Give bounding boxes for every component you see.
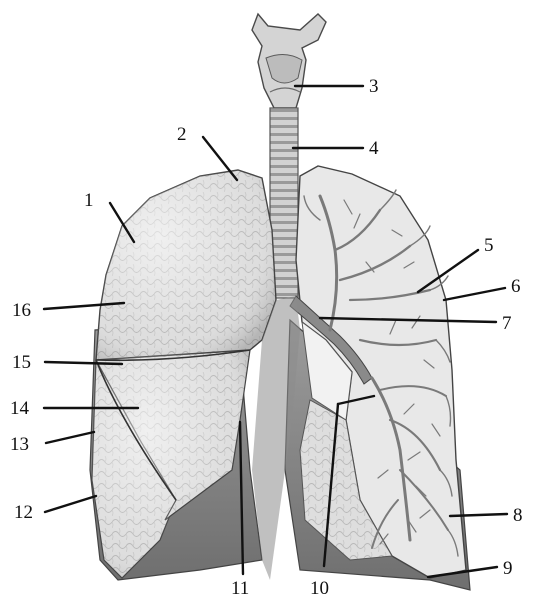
label-6: 6 <box>511 276 521 297</box>
label-5: 5 <box>484 235 494 256</box>
label-3: 3 <box>369 76 379 97</box>
label-13: 13 <box>10 434 29 455</box>
larynx <box>252 14 326 108</box>
label-7: 7 <box>502 313 512 334</box>
label-12: 12 <box>14 502 33 523</box>
label-2: 2 <box>177 124 187 145</box>
left-lung <box>285 166 470 590</box>
label-8: 8 <box>513 505 523 526</box>
label-15: 15 <box>12 352 31 373</box>
leader-line-13 <box>46 432 94 443</box>
label-14: 14 <box>10 398 30 419</box>
label-10: 10 <box>310 578 329 599</box>
label-4: 4 <box>369 138 379 159</box>
leader-line-12 <box>45 496 96 512</box>
label-11: 11 <box>231 578 249 599</box>
label-16: 16 <box>12 300 31 321</box>
right-lung <box>90 170 276 580</box>
leader-line-6 <box>444 288 505 300</box>
label-9: 9 <box>503 558 513 579</box>
label-1: 1 <box>84 190 94 211</box>
